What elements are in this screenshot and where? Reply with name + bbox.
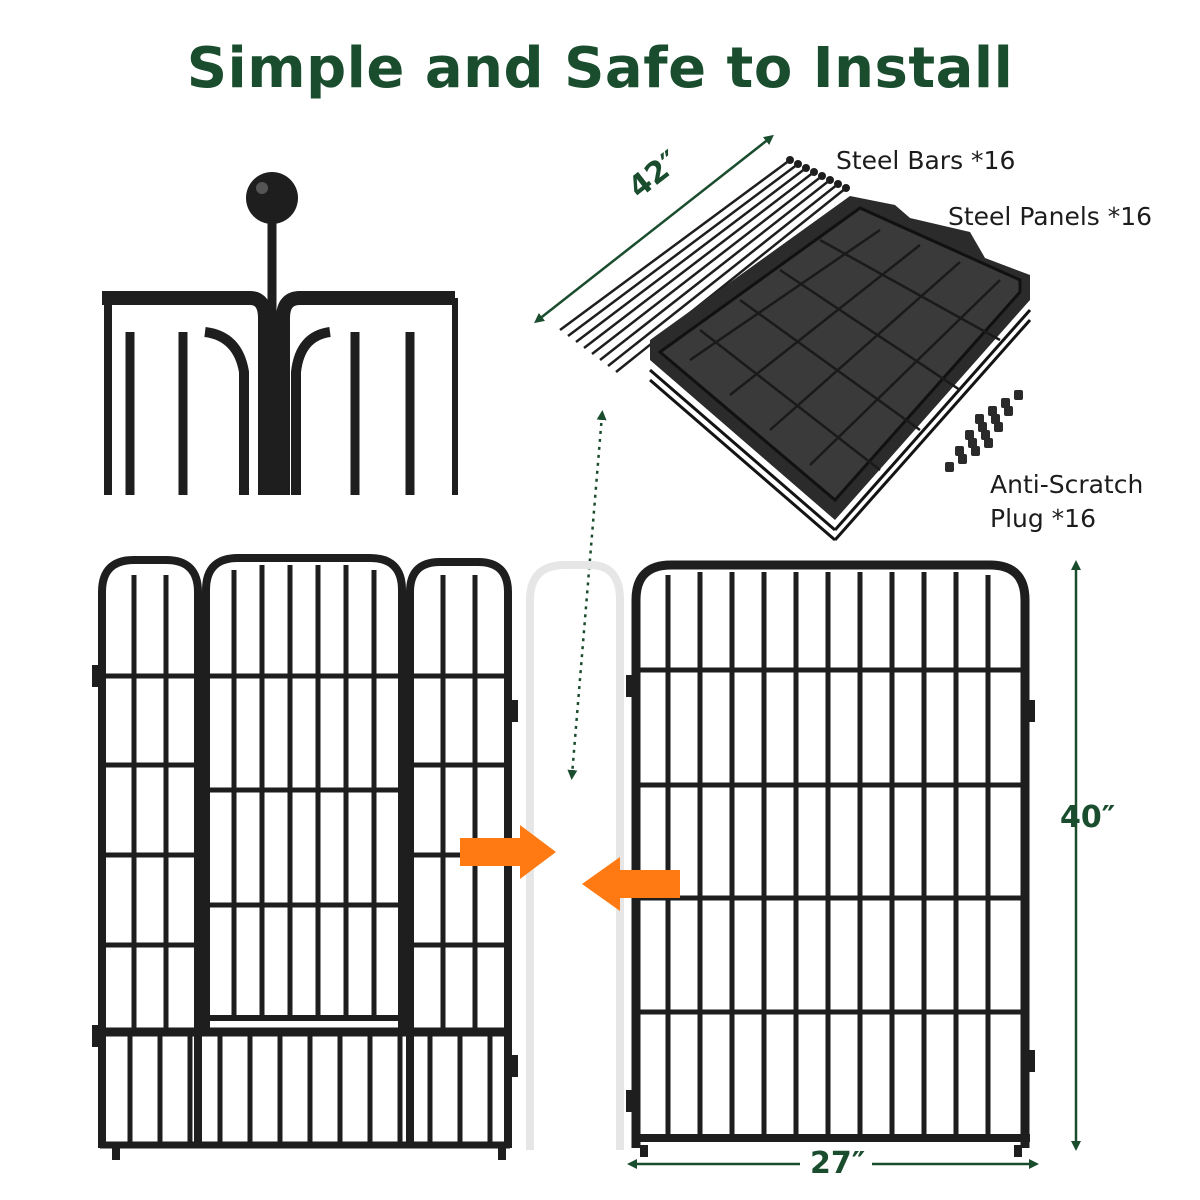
finial-closeup [102, 172, 458, 495]
package-kit [534, 134, 1032, 542]
orange-arrow-left-icon [582, 857, 680, 911]
connector-dotted-arrow [567, 410, 607, 780]
label-plug-line1: Anti-Scratch [990, 470, 1144, 499]
label-plug-line2: Plug *16 [990, 504, 1096, 533]
dimension-width: 27″ [810, 1146, 866, 1181]
dimension-height: 40″ [1060, 800, 1116, 835]
label-steel-bars: Steel Bars *16 [836, 146, 1016, 175]
ghost-panel [526, 561, 624, 1150]
orange-arrow-right-icon [460, 825, 556, 879]
page-title: Simple and Safe to Install [186, 36, 1014, 101]
single-panel [626, 560, 1035, 1157]
door-panel [92, 554, 518, 1160]
label-steel-panels: Steel Panels *16 [948, 202, 1153, 231]
